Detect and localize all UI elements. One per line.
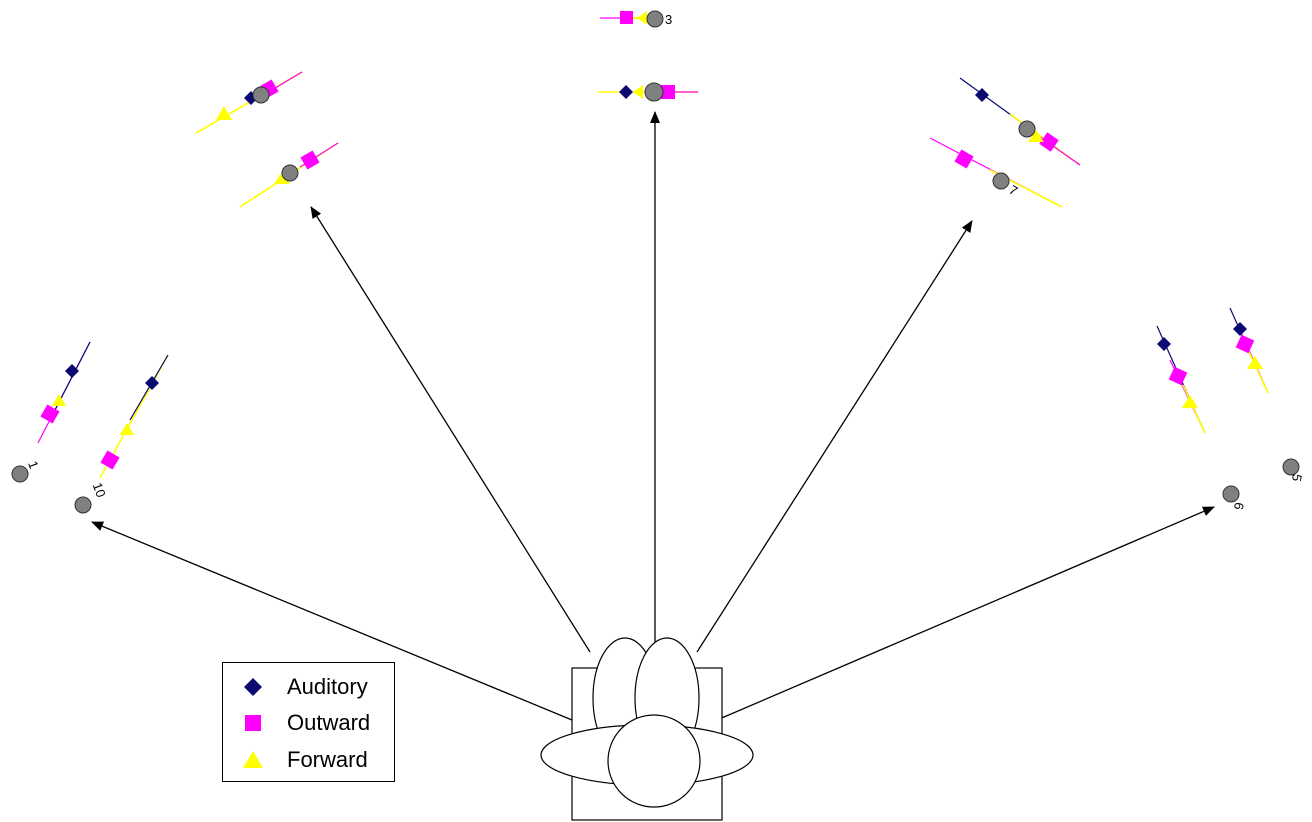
- outward-marker: [954, 149, 974, 169]
- target-4: [281, 164, 299, 182]
- outward-marker: [300, 150, 320, 170]
- forward-marker: [52, 394, 66, 406]
- auditory-marker: [1233, 322, 1247, 336]
- outward-marker: [1235, 334, 1255, 354]
- auditory-marker: [65, 364, 79, 378]
- forward-marker: [637, 11, 647, 25]
- cluster-4: [239, 142, 339, 208]
- auditory-marker: [145, 376, 159, 390]
- target-label-5: 5: [1289, 473, 1305, 483]
- forward-marker: [216, 106, 232, 120]
- legend-label-forward: Forward: [287, 747, 368, 772]
- auditory-marker: [619, 85, 633, 99]
- cluster-7: 7: [929, 137, 1063, 208]
- outward-marker: [661, 85, 675, 99]
- target-8: [1018, 120, 1036, 138]
- cluster-2: [195, 71, 303, 134]
- forward-marker: [633, 85, 643, 99]
- legend-label-outward: Outward: [287, 710, 371, 735]
- target-label-10: 10: [90, 481, 109, 500]
- cluster-8: [959, 77, 1081, 166]
- forward-marker: [120, 423, 134, 435]
- legend-label-auditory: Auditory: [287, 674, 368, 699]
- listener-figure: [540, 637, 754, 821]
- target-10: [74, 496, 92, 514]
- target-2: [252, 86, 270, 104]
- square-icon: [239, 709, 267, 737]
- outward-marker: [1168, 366, 1188, 386]
- target-center: [644, 82, 664, 102]
- cluster-5: 5: [1229, 307, 1305, 483]
- outward-marker: [620, 11, 633, 24]
- target-6: [1222, 485, 1240, 503]
- direction-arrows: [91, 111, 1215, 721]
- outward-marker: [40, 404, 60, 424]
- forward-marker: [1182, 395, 1198, 408]
- forward-marker: [1247, 356, 1263, 369]
- legend: Auditory Outward Forward: [222, 662, 395, 782]
- target-3: [646, 10, 664, 28]
- legend-item-outward: Outward: [239, 708, 370, 738]
- outward-marker: [1039, 132, 1059, 152]
- cluster-center: [598, 82, 698, 102]
- arrow-right: [716, 506, 1215, 721]
- cluster-1: 1: [11, 341, 91, 483]
- forward-marker: [274, 172, 290, 184]
- arrow-upper-left: [310, 206, 591, 653]
- target-label-6: 6: [1231, 501, 1247, 511]
- legend-item-auditory: Auditory: [239, 672, 368, 702]
- target-label-3: 3: [665, 12, 672, 27]
- arrow-left: [91, 521, 573, 721]
- target-7: [992, 172, 1010, 190]
- diamond-icon: [239, 673, 267, 701]
- auditory-marker: [975, 88, 989, 102]
- triangle-icon: [239, 746, 267, 774]
- response-markers: 3: [11, 10, 1305, 514]
- cluster-10: 10: [74, 354, 169, 514]
- head: [607, 714, 701, 808]
- target-1: [11, 465, 29, 483]
- cluster-6: 6: [1156, 325, 1247, 511]
- auditory-marker: [1157, 337, 1171, 351]
- arrow-upper-right: [696, 220, 973, 653]
- legend-item-forward: Forward: [239, 745, 368, 775]
- target-5: [1282, 458, 1300, 476]
- target-label-1: 1: [25, 459, 42, 471]
- forward-marker: [1028, 130, 1044, 142]
- outward-marker: [100, 450, 120, 470]
- cluster-3: 3: [600, 10, 672, 28]
